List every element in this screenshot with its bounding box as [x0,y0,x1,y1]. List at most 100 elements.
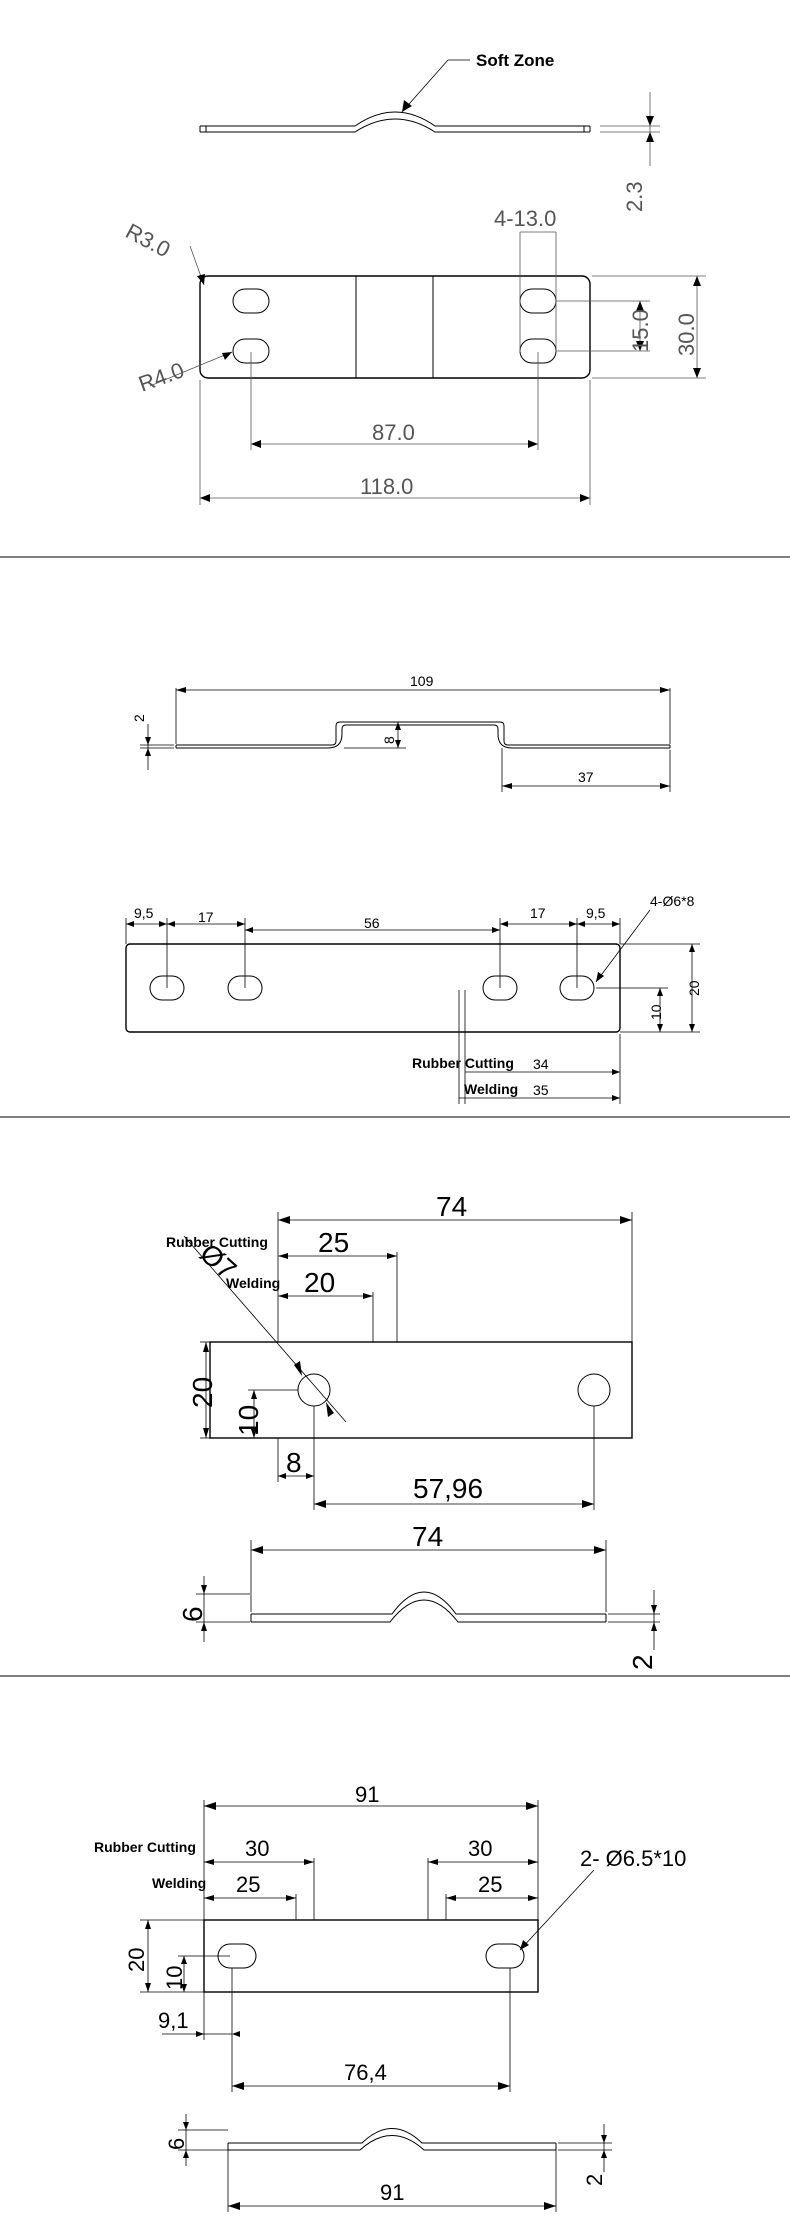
panel-4: 91 Rubber Cutting 30 30 Welding 25 [94,1782,686,2212]
p4-thickness-dim: 2 [558,2124,612,2186]
p2-thickness-value: 2 [131,714,147,722]
p2-half-value: 10 [648,1004,664,1020]
p2-flat-value: 37 [578,769,594,785]
p4-holes-value: 2- Ø6.5*10 [580,1846,686,1871]
p1-radius-bottom: R4.0 [135,351,233,397]
p4-plate-top-view [203,1919,539,1993]
p4-edge-value: 9,1 [158,2008,189,2033]
p1-plate-top-view [199,275,591,379]
p4-welding-label: Welding [152,1875,206,1891]
p2-flat-dim: 37 [501,748,671,792]
p1-holes-dim: 4-13.0 [494,206,557,352]
p3-side-length-dim: 74 [250,1521,607,1612]
panel-3: 74 Rubber Cutting 25 Welding 20 Ø7 [166,1191,660,1670]
p2-holes-value: 4-Ø6*8 [650,893,695,909]
p2-plate-top-view [125,943,621,1033]
p4-edge-dim: 9,1 [158,1968,240,2092]
p3-hole [297,1373,331,1407]
p4-thickness-value: 2 [582,2174,607,2186]
p2-offset-value: 8 [381,736,397,744]
p4-welding-left-value: 25 [236,1872,260,1897]
p1-r-bottom-value: R4.0 [135,357,187,396]
p3-thickness-value: 2 [627,1654,658,1670]
p4-width-value: 20 [124,1948,149,1972]
p3-side-length-value: 74 [412,1521,443,1552]
p2-d1-value: 9,5 [134,905,154,921]
p2-rubber-value: 34 [533,1056,549,1072]
p1-slot [519,288,557,314]
p2-top-dims: 9,5 17 56 17 9,5 [125,905,621,988]
p1-holes-value: 4-13.0 [494,206,556,231]
p1-side-view [199,111,591,133]
p3-hole [577,1373,611,1407]
p4-side-length-dim: 91 [227,2150,557,2212]
p1-pitch-value: 87.0 [372,420,415,445]
p1-width-value: 30.0 [674,313,699,356]
p3-edge-dim: 8 [277,1406,315,1510]
p3-width-value: 20 [187,1377,218,1408]
p3-rubber-label: Rubber Cutting [166,1234,268,1250]
p2-side-view [175,721,671,749]
p4-side-height-dim: 6 [164,2114,228,2166]
p4-rubber-dims: Rubber Cutting 30 30 [94,1836,538,1920]
p2-d5-value: 9,5 [586,905,606,921]
p2-length-dim: 109 [175,673,671,744]
p3-pitch-value: 57,96 [413,1473,483,1504]
p2-welding-label: Welding [464,1081,518,1097]
p1-thickness-value: 2.3 [622,181,647,212]
p1-thickness-dim: 2.3 [600,92,660,212]
p4-rubber-right-value: 30 [468,1836,492,1861]
p2-width-dim: 20 [620,943,702,1033]
p3-side-view [250,1591,607,1623]
p1-slot-spacing-value: 15.0 [628,309,653,352]
p4-side-length-value: 91 [380,2180,404,2205]
p4-welding-dims: Welding 25 25 [152,1872,538,1920]
p3-welding-label: Welding [226,1275,280,1291]
p2-thickness-dim: 2 [131,714,174,770]
p3-thickness-dim: 2 [608,1590,660,1670]
p1-width-dim: 30.0 [592,275,706,379]
p4-holes-callout: 2- Ø6.5*10 [519,1846,686,1951]
p2-length-value: 109 [410,673,434,689]
p4-side-view [227,2128,557,2151]
p4-half-dim: 10 [162,1955,230,1992]
p2-offset-dim: 8 [342,721,406,749]
p3-side-height-value: 6 [177,1606,208,1622]
p4-length-value: 91 [355,1782,379,1807]
p1-length-dim: 118.0 [199,380,591,505]
p4-pitch-dim: 76,4 [232,1968,511,2092]
p4-pitch-value: 76,4 [344,2060,387,2085]
p3-rubber-dim: Rubber Cutting 25 [166,1227,398,1342]
p4-side-height-value: 6 [164,2138,189,2150]
p1-length-value: 118.0 [360,474,413,499]
p3-welding-value: 20 [304,1267,335,1298]
p1-soft-zone-callout: Soft Zone [401,51,554,113]
p1-pitch-dim: 87.0 [250,352,539,450]
soft-zone-label: Soft Zone [476,51,554,70]
panel-2: 109 2 8 37 [125,673,702,1104]
p3-edge-value: 8 [286,1447,302,1478]
p3-rubber-value: 25 [318,1227,349,1258]
p2-rubber-label: Rubber Cutting [412,1055,514,1071]
p1-r-top-value: R3.0 [122,218,175,262]
p2-d2-value: 17 [198,909,214,925]
p4-width-dim: 20 [124,1919,204,1993]
panel-1: Soft Zone 2.3 R3.0 R4.0 [122,51,706,505]
p2-welding-value: 35 [533,1082,549,1098]
p3-length-value: 74 [436,1191,467,1222]
p3-width-dim: 20 [187,1341,218,1439]
p3-half-dim: 10 [233,1389,298,1438]
p2-d4-value: 17 [530,905,546,921]
p1-radius-top: R3.0 [122,218,205,286]
p3-pitch-dim: 57,96 [314,1406,595,1510]
p2-cut-weld-dims: Rubber Cutting 34 Welding 35 [412,990,621,1104]
p4-rubber-label: Rubber Cutting [94,1839,196,1855]
p2-half-dim: 10 [596,987,668,1032]
p3-welding-dim: Welding 20 [226,1267,374,1342]
p4-half-value: 10 [162,1966,187,1990]
p4-rubber-left-value: 30 [245,1836,269,1861]
p2-holes-callout: 4-Ø6*8 [595,893,695,983]
p2-width-value: 20 [686,980,702,996]
p2-d3-value: 56 [364,915,380,931]
